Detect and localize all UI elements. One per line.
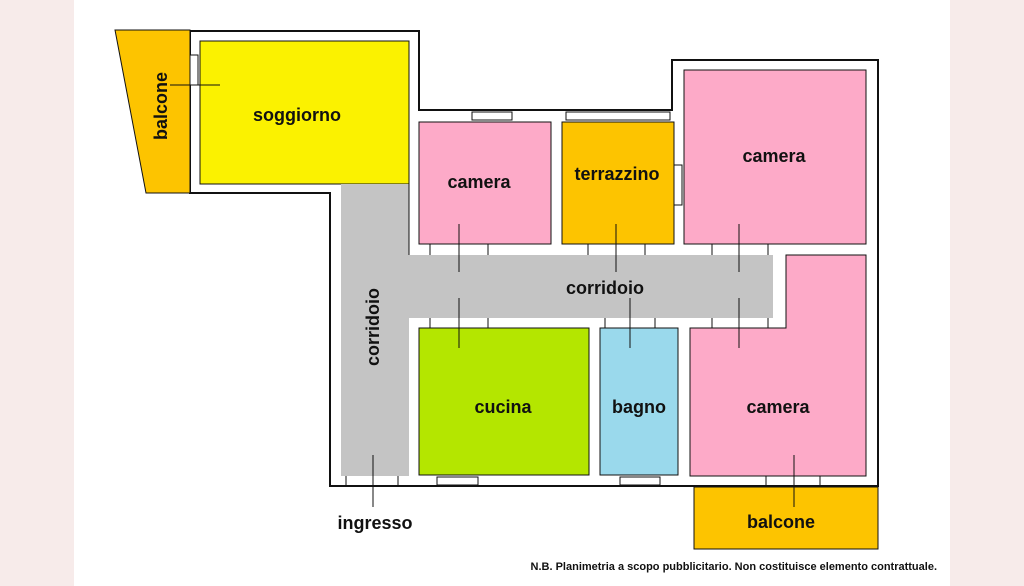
balcony-small-area — [561, 121, 675, 245]
balcony-bottom-label: balcone — [747, 512, 815, 532]
corridor-vertical-label: corridoio — [363, 288, 383, 366]
bedroom-2-label: camera — [742, 146, 806, 166]
living-room-label: soggiorno — [253, 105, 341, 125]
bedroom-3-label: camera — [746, 397, 810, 417]
kitchen-area — [418, 327, 590, 476]
bedroom-1-area — [418, 121, 552, 245]
bedroom-2-area — [683, 69, 867, 245]
kitchen-label: cucina — [474, 397, 532, 417]
corridor-horizontal-label: corridoio — [566, 278, 644, 298]
entrance-label: ingresso — [337, 513, 412, 533]
bedroom-1-label: camera — [447, 172, 511, 192]
bedroom-3-area — [689, 254, 867, 477]
balcony-small-label: terrazzino — [574, 164, 659, 184]
bathroom-label: bagno — [612, 397, 666, 417]
connector-lines — [170, 84, 795, 507]
windows — [189, 54, 683, 486]
disclaimer-note: N.B. Planimetria a scopo pubblicitario. … — [531, 561, 937, 573]
door-marks — [345, 184, 821, 487]
balcony-left-label: balcone — [151, 72, 171, 140]
living-room-area — [199, 40, 410, 185]
balcony-bottom-area — [693, 486, 879, 550]
bathroom-area — [599, 327, 679, 476]
balcony-left-area — [114, 29, 191, 194]
corridor-area — [341, 184, 773, 476]
